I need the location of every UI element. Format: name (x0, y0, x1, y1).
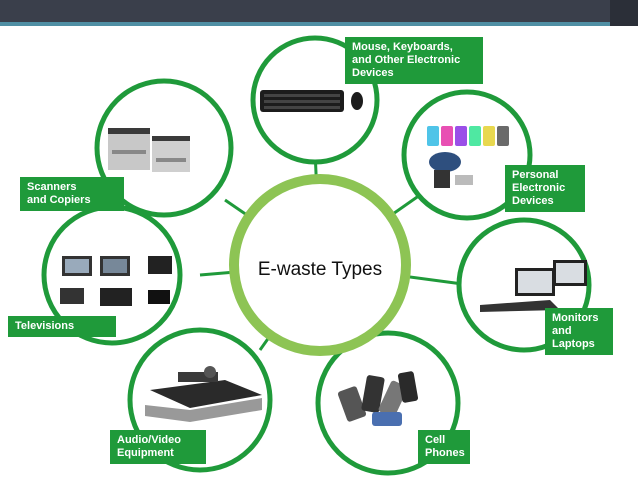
slide-header-bar (0, 0, 638, 22)
center-circle (229, 174, 411, 356)
audio-video-icon (145, 366, 262, 422)
slide-header-corner (610, 0, 638, 26)
label-mouse-keyboards: Mouse, Keyboards, and Other Electronic D… (345, 37, 483, 84)
label-cell-phones: Cell Phones (418, 430, 470, 464)
label-personal-electronic: Personal Electronic Devices (505, 165, 585, 212)
label-monitors-laptops: Monitors and Laptops (545, 308, 613, 355)
label-televisions: Televisions (8, 316, 116, 337)
center-title: E-waste Types (257, 259, 383, 280)
label-scanners-copiers: Scanners and Copiers (20, 177, 124, 211)
personal-devices-icon (427, 126, 509, 188)
cell-phones-icon (337, 371, 419, 426)
televisions-icon (60, 256, 172, 306)
monitors-laptops-icon (480, 260, 587, 312)
keyboard-mouse-icon (260, 90, 363, 112)
slide-header-accent (0, 22, 638, 26)
scanners-copiers-icon (108, 128, 190, 172)
label-audio-video: Audio/Video Equipment (110, 430, 206, 464)
